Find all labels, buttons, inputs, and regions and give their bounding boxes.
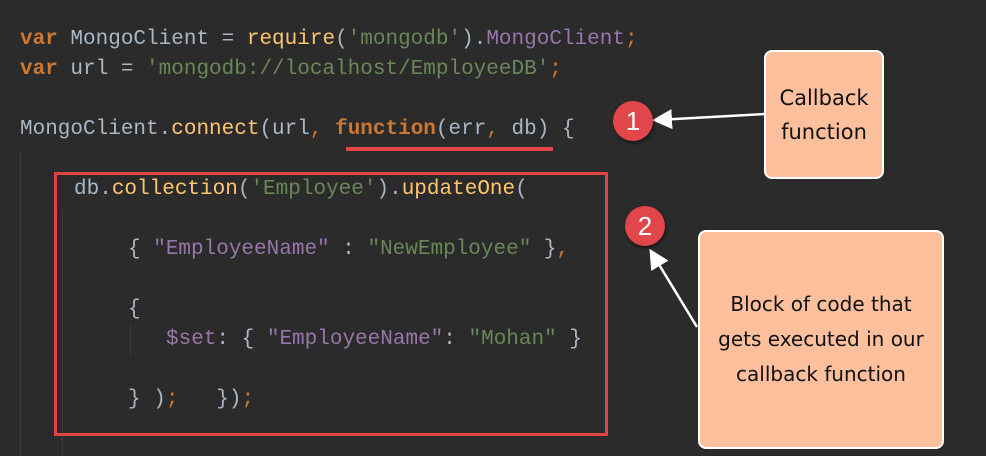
code-token: : { (216, 328, 267, 351)
code-token: "EmployeeName" (153, 238, 330, 261)
code-token: } ) (128, 388, 166, 411)
code-token: ; (165, 388, 179, 411)
code-token: $set (166, 328, 217, 351)
note-text: Block of code that (730, 292, 912, 316)
arrow-to-badge-2 (649, 248, 699, 328)
code-token: ). (376, 178, 402, 201)
callback-block-highlight (54, 172, 608, 436)
code-token: collection (111, 178, 238, 201)
note-text: function (781, 119, 867, 144)
code-token: var (20, 28, 58, 51)
code-token: "Mohan" (468, 328, 557, 351)
code-token: db) { (498, 118, 575, 141)
code-token: "NewEmployee" (367, 238, 532, 261)
code-line-close: } ); }); (128, 387, 254, 413)
note-text: callback function (736, 362, 906, 386)
arrow-to-badge-1 (652, 109, 766, 130)
code-token: (url (259, 118, 310, 141)
code-token: ( (515, 178, 528, 201)
code-token: MongoClient (486, 28, 625, 51)
code-line-set: $set: { "EmployeeName": "Mohan" } (166, 327, 582, 353)
indent-guide (20, 150, 21, 456)
note-text: gets executed in our (718, 327, 924, 351)
code-line-1: var MongoClient = require('mongodb').Mon… (20, 27, 638, 53)
code-token: db. (74, 178, 112, 201)
code-token: ; (549, 58, 562, 81)
code-line-filter: { "EmployeeName" : "NewEmployee" }, (128, 237, 569, 263)
code-token: connect (171, 118, 260, 141)
code-token: , (309, 118, 323, 141)
code-token: (err (435, 118, 487, 141)
badge-2: 2 (625, 206, 665, 246)
note-text: Callback (779, 85, 869, 110)
code-line-open-brace: { (128, 297, 141, 323)
code-token: ; (241, 388, 255, 411)
code-token: function (335, 118, 436, 141)
code-token: require (246, 28, 336, 51)
code-token: var (20, 58, 58, 81)
code-token: ( (335, 28, 348, 51)
code-token: } (556, 328, 582, 351)
code-token: , (486, 118, 499, 141)
code-line-2: var url = 'mongodb://localhost/EmployeeD… (20, 57, 562, 83)
code-token: 'Employee' (250, 178, 377, 201)
indent-guide (62, 210, 63, 456)
code-token: : (443, 328, 469, 351)
code-token: 'mongodb' (347, 28, 462, 51)
code-line-collection: db.collection('Employee').updateOne( (74, 177, 528, 203)
code-token: , (556, 238, 570, 261)
code-token: { (128, 298, 141, 321)
code-token: url = (57, 58, 147, 81)
code-token: { (128, 238, 154, 261)
code-token: updateOne (401, 178, 516, 201)
callback-function-note: Callback function (764, 50, 884, 179)
code-token: 'mongodb://localhost/EmployeeDB' (146, 58, 550, 81)
code-token: MongoClient = (57, 28, 247, 51)
code-token: ( (237, 178, 251, 201)
code-token: } (531, 238, 557, 261)
code-token: : (329, 238, 368, 261)
badge-1: 1 (613, 101, 653, 141)
code-token: MongoClient. (20, 118, 172, 141)
code-token: "EmployeeName" (266, 328, 444, 351)
code-token: ; (624, 28, 638, 51)
function-underline (346, 147, 553, 151)
indent-guide (130, 325, 131, 355)
code-block-note: Block of code that gets executed in our … (698, 230, 944, 449)
code-token: }) (178, 388, 242, 411)
code-token: ). (461, 28, 487, 51)
code-line-connect: MongoClient.connect(url, function(err, d… (20, 117, 575, 143)
